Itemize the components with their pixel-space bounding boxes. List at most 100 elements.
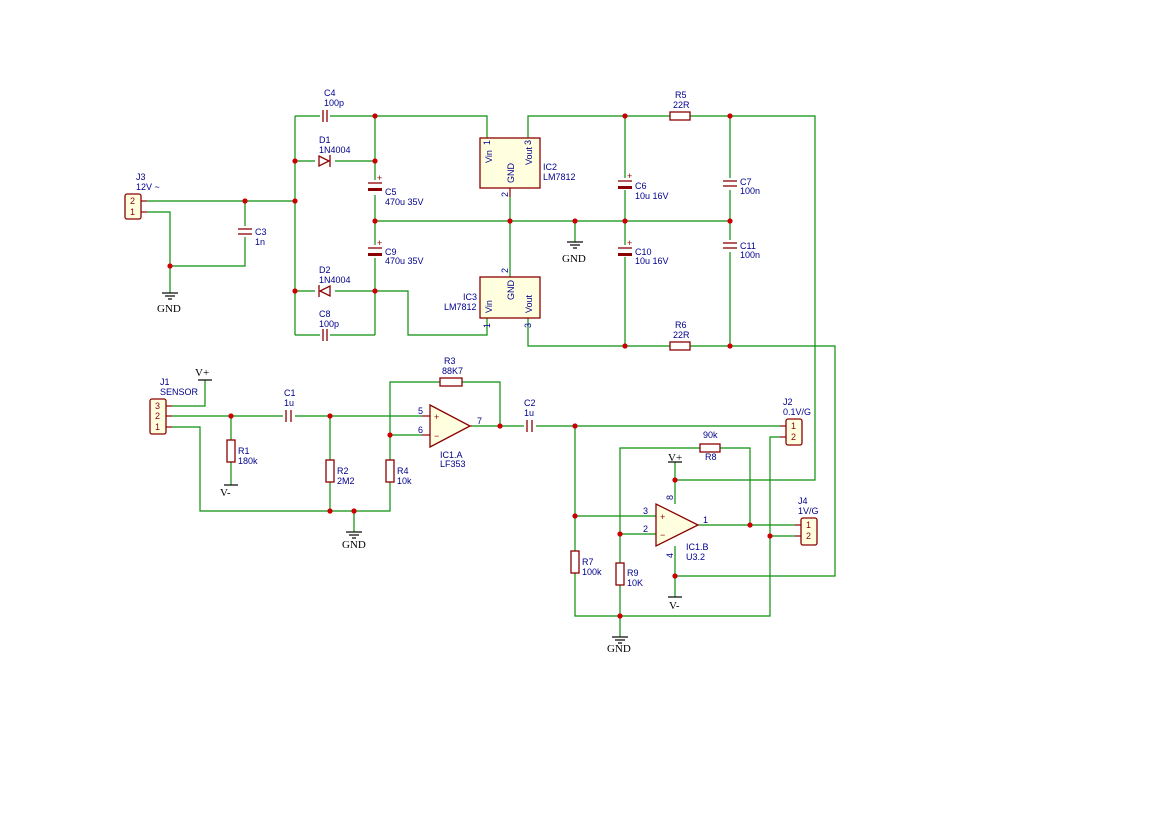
value-label: LM7812 [444,302,477,312]
junction-dot [387,432,393,438]
vplus-label: V+ [195,367,209,379]
capacitor-c2: C2 1u [524,398,536,432]
junction-dot [167,263,173,269]
junction-dot [572,513,578,519]
pin-number: 1 [791,421,796,431]
polarity-mark: + [627,238,632,248]
polarity-mark: + [377,173,382,183]
connector-j3: 2 1 J3 12V ~ [124,172,160,220]
value-label: 12V ~ [136,182,160,192]
vminus-label: V- [220,487,231,499]
ref-label: IC2 [543,162,557,172]
junction-dot [351,508,357,514]
resistor-r1: R1 180k [226,439,258,466]
ref-label: R1 [238,446,250,456]
value-label: 1u [524,408,534,418]
minus-sign: − [434,431,439,441]
value-label: 0.1V/G [783,407,811,417]
regulator-ic3: Vin GND Vout 1 2 3 IC3 LM7812 [444,268,541,328]
ref-label: C8 [319,309,331,319]
value-label: 180k [238,456,258,466]
ref-label: R3 [444,356,456,366]
vminus-symbol: V- [220,484,238,499]
ref-label: R7 [582,557,594,567]
junction-dot [292,198,298,204]
ref-label: R5 [675,90,687,100]
pin-number: 1 [482,323,492,328]
ref-label: IC1.A [440,450,463,460]
value-label: 1u [284,398,294,408]
junction-dot [727,113,733,119]
pin-number: 1 [703,515,708,525]
junction-dot [327,508,333,514]
pin-number: 5 [418,406,423,416]
resistor-body [439,377,463,387]
resistor-r6: R6 22R [669,320,691,351]
junction-dot [497,423,503,429]
pin-name-vin: Vin [484,150,494,163]
pin-number: 6 [418,425,423,435]
capacitor-c6: + C6 10u 16V [618,171,669,201]
pin-number: 1 [155,422,160,432]
pin-number: 2 [806,531,811,541]
connector-j2: 1 2 J2 0.1V/G [780,397,811,446]
value-label: U3.2 [686,552,705,562]
ref-label: C5 [385,187,397,197]
opamp-ic1b: + − 3 2 1 8 4 IC1.B U3.2 [643,495,709,562]
resistor-r7: R7 100k [570,550,602,577]
capacitor-c3: C3 1n [238,227,267,247]
value-label: 1n [255,237,265,247]
capacitor-c5: + C5 470u 35V [368,173,424,207]
capacitor-c8: C8 100p [319,309,339,341]
junction-dot [327,413,333,419]
plus-sign: + [434,412,439,422]
minus-sign: − [660,530,665,540]
pin-name-vout: Vout [524,146,534,165]
junction-dot [767,533,773,539]
value-label: 22R [673,330,690,340]
value-label: 88K7 [442,366,463,376]
opamp-triangle [655,502,700,548]
junction-dot [572,218,578,224]
capacitor-c4: C4 100p [322,88,344,122]
value-label: 100n [740,250,760,260]
ref-label: D1 [319,135,331,145]
pin-number: 2 [500,268,510,273]
value-label: 470u 35V [385,197,424,207]
pin-name-vout: Vout [524,294,534,313]
pin-number: 2 [155,411,160,421]
junction-dot [507,218,513,224]
resistor-body [615,562,625,586]
pin-number: 2 [500,192,510,197]
ref-label: C4 [324,88,336,98]
ref-label: C9 [385,247,397,257]
junction-dot [727,343,733,349]
capacitor-plate [618,186,632,189]
resistor-r4: R4 10k [385,459,412,486]
value-label: 1V/G [798,506,819,516]
junction-dot [372,158,378,164]
junction-dot [617,531,623,537]
resistor-body [325,459,335,483]
regulator-body [479,137,541,189]
junction-dot [747,522,753,528]
junction-dot [622,218,628,224]
capacitor-plate [368,253,382,256]
pin-number: 2 [643,524,648,534]
ground-label: GND [607,643,631,655]
ref-label: C3 [255,227,267,237]
resistor-body [669,111,691,121]
value-label: 1N4004 [319,145,351,155]
junction-dot [292,288,298,294]
ref-label: J4 [798,496,808,506]
pin-name-gnd: GND [506,163,516,184]
ground-symbol: GND [607,636,631,655]
value-label: 2M2 [337,476,355,486]
ground-symbol: GND [342,531,366,551]
ref-label: C6 [635,181,647,191]
value-label: 100p [319,319,339,329]
regulator-body [479,276,541,319]
value-label: 100k [582,567,602,577]
ref-label: C7 [740,177,752,187]
